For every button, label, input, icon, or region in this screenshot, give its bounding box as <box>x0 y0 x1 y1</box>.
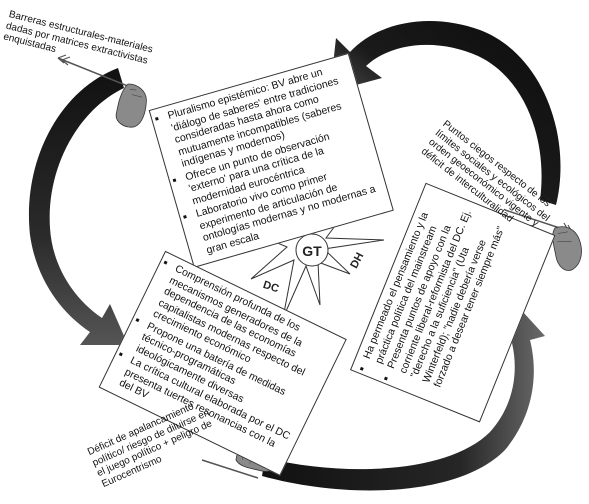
center-label: GT <box>302 243 322 259</box>
center-circle <box>295 233 329 267</box>
pointer-top-left <box>57 57 129 87</box>
arm-label-dh: DH <box>348 251 366 271</box>
arm-label-dc: DC <box>261 279 280 295</box>
pointer-top-left-tail <box>57 54 71 66</box>
arrow-top-right <box>330 21 561 206</box>
foot-right-icon <box>552 226 582 271</box>
foot-top-left-icon <box>115 83 147 128</box>
arrow-left <box>28 68 128 345</box>
pointer-bottom <box>201 459 259 479</box>
